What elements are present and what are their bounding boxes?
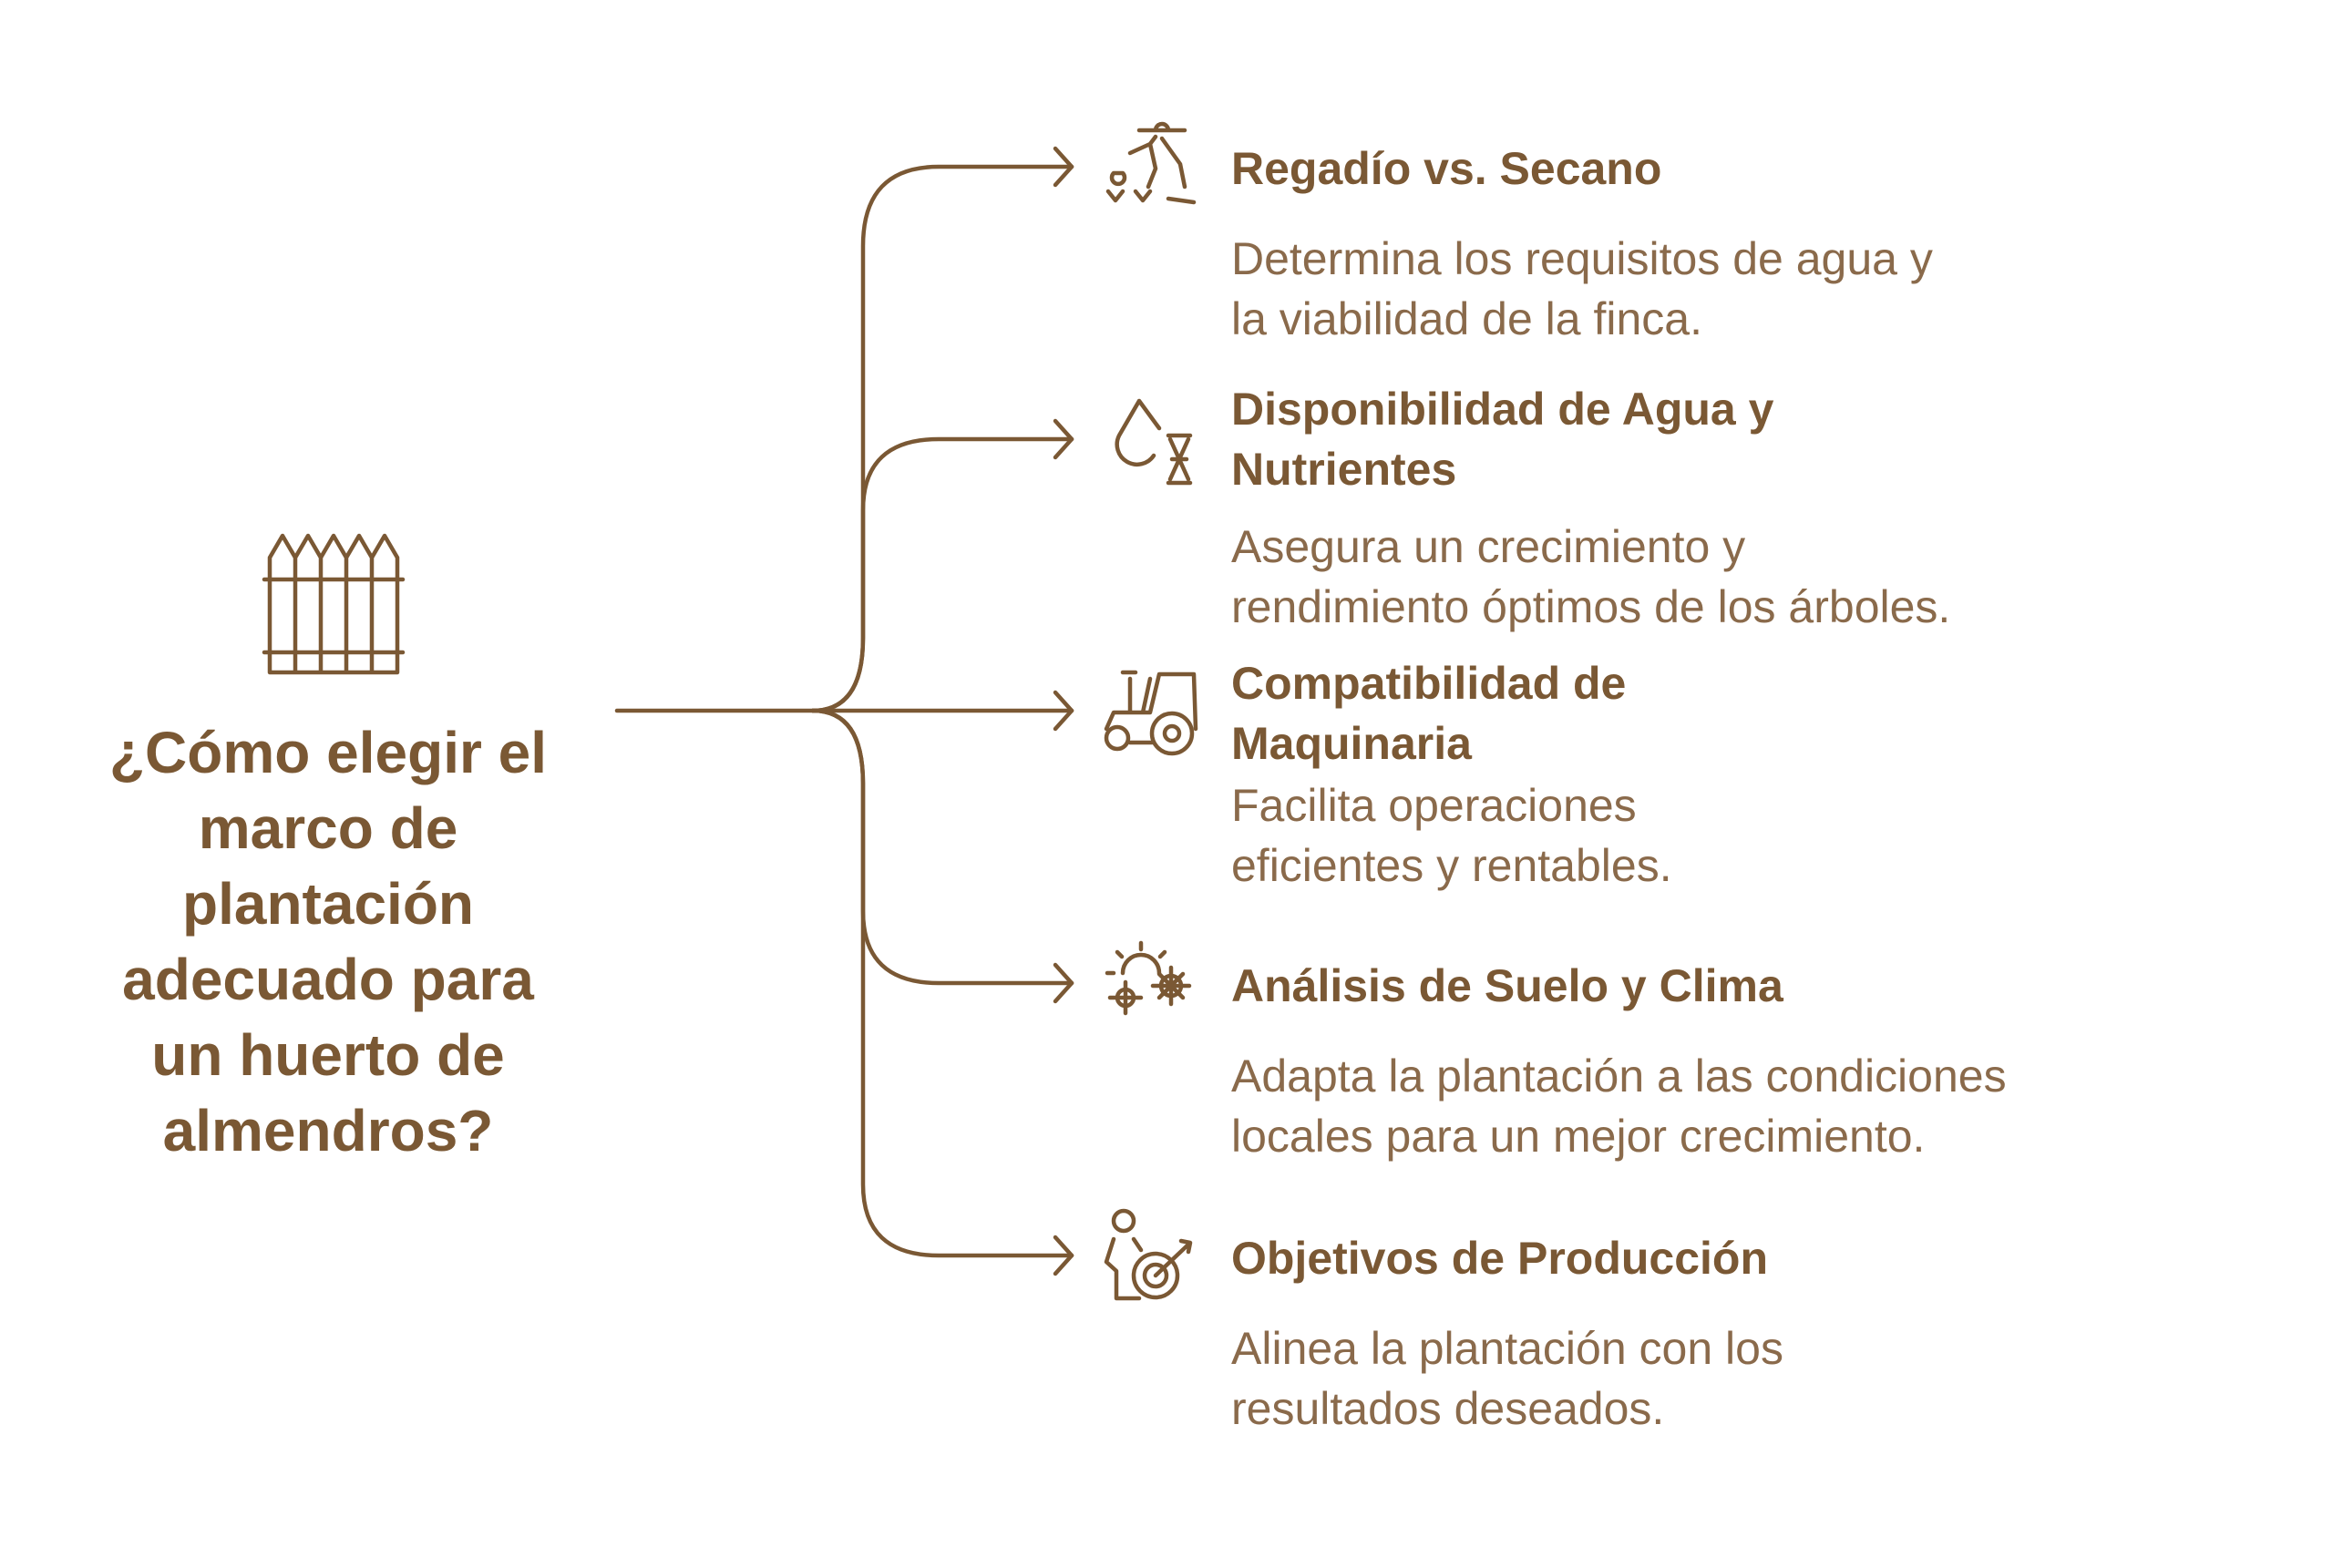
description-line: eficientes y rentables.: [1231, 840, 1672, 891]
branch-description-5: Alinea la plantación con los resultados d…: [1231, 1318, 1783, 1439]
central-question: ¿Cómo elegir el marco de plantación adec…: [36, 715, 620, 1169]
arrowhead-4: [1053, 962, 1074, 1004]
title-line: Análisis de Suelo y Clima: [1231, 960, 1783, 1011]
sun-gears-icon: [1105, 940, 1192, 1016]
person-target-icon: [1104, 1208, 1193, 1301]
description-line: rendimiento óptimos de los árboles.: [1231, 581, 1951, 632]
question-line: marco de: [198, 795, 458, 861]
question-line: adecuado para: [122, 947, 534, 1012]
title-line: Nutrientes: [1231, 444, 1457, 495]
title-line: Regadío vs. Secano: [1231, 143, 1662, 194]
description-line: Alinea la plantación con los: [1231, 1323, 1783, 1374]
arrowhead-5: [1053, 1235, 1074, 1276]
description-line: Adapta la plantación a las condiciones: [1231, 1050, 2007, 1102]
title-line: Disponibilidad de Agua y: [1231, 384, 1774, 435]
title-line: Objetivos de Producción: [1231, 1233, 1768, 1284]
branch-description-4: Adapta la plantación a las condiciones lo…: [1231, 1046, 2007, 1166]
fence-icon: [262, 533, 406, 675]
branch-title-5: Objetivos de Producción: [1231, 1228, 1768, 1288]
description-line: resultados deseados.: [1231, 1383, 1665, 1434]
question-line: almendros?: [162, 1098, 494, 1163]
question-line: ¿Cómo elegir el: [108, 720, 548, 785]
branch-title-3: Compatibilidad de Maquinaria: [1231, 653, 1626, 774]
branch-description-3: Facilita operaciones eficientes y rentabl…: [1231, 775, 1672, 896]
branch-description-1: Determina los requisitos de agua y la via…: [1231, 229, 1933, 349]
description-line: locales para un mejor crecimiento.: [1231, 1111, 1926, 1162]
branch-line-4: [810, 708, 1074, 986]
branch-line-2: [810, 436, 1074, 713]
description-line: Asegura un crecimiento y: [1231, 521, 1746, 572]
question-line: un huerto de: [151, 1022, 505, 1088]
arrowhead-3: [1053, 690, 1074, 732]
arrowhead-1: [1053, 146, 1074, 188]
branch-title-1: Regadío vs. Secano: [1231, 138, 1661, 199]
description-line: Determina los requisitos de agua y: [1231, 233, 1933, 284]
arrowhead-2: [1053, 418, 1074, 460]
description-line: Facilita operaciones: [1231, 780, 1637, 831]
branch-description-2: Asegura un crecimiento y rendimiento ópti…: [1231, 517, 1950, 637]
description-line: la viabilidad de la finca.: [1231, 293, 1702, 344]
branch-title-2: Disponibilidad de Agua y Nutrientes: [1231, 379, 1773, 499]
title-line: Compatibilidad de: [1231, 658, 1627, 709]
question-line: plantación: [181, 871, 475, 937]
title-line: Maquinaria: [1231, 718, 1472, 769]
water-drop-dna-icon: [1115, 398, 1193, 486]
branch-title-4: Análisis de Suelo y Clima: [1231, 956, 1783, 1016]
farmer-planting-icon: [1105, 121, 1197, 205]
tractor-icon: [1104, 670, 1198, 756]
branch-line-5: [810, 708, 1074, 1258]
